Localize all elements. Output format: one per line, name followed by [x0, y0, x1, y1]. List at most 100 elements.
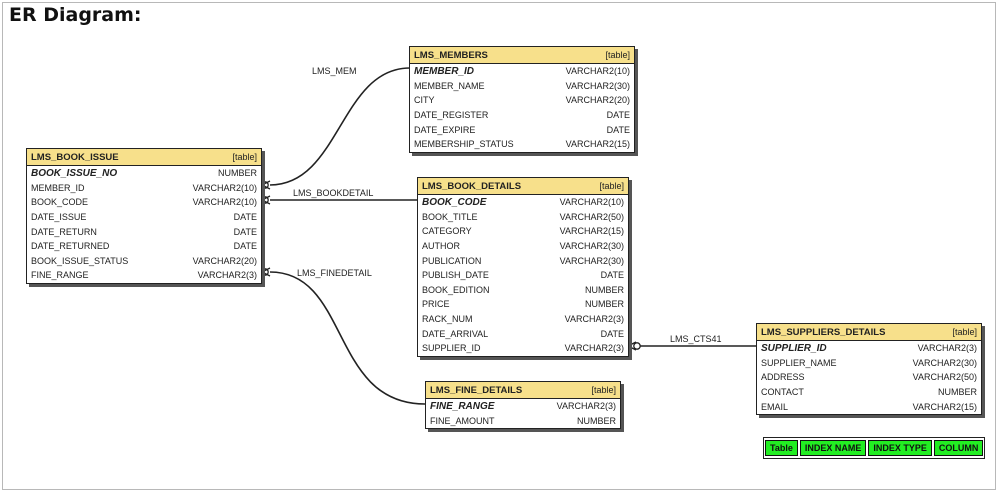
- attribute-name: DATE_RETURNED: [31, 241, 110, 252]
- attribute-type: VARCHAR2(20): [192, 255, 257, 266]
- attribute-row: DATE_ARRIVAL DATE: [418, 326, 628, 341]
- attribute-row: FINE_RANGE VARCHAR2(3): [426, 399, 620, 414]
- attribute-type: DATE: [233, 241, 257, 252]
- relationship-line-mem: [269, 67, 411, 186]
- attribute-type: VARCHAR2(10): [559, 197, 624, 208]
- attribute-name: FINE_RANGE: [430, 400, 495, 412]
- attribute-name: DATE_REGISTER: [414, 110, 489, 121]
- attribute-type: NUMBER: [584, 299, 624, 310]
- attribute-name: BOOK_EDITION: [422, 284, 490, 295]
- crowfoot-finedetail: [261, 267, 271, 277]
- attribute-type: NUMBER: [217, 168, 257, 179]
- attribute-name: BOOK_ISSUE_STATUS: [31, 255, 129, 266]
- attribute-type: VARCHAR2(15): [912, 401, 977, 412]
- entity-tag: [table]: [232, 152, 257, 162]
- attribute-type: VARCHAR2(50): [912, 372, 977, 383]
- attribute-row: DATE_RETURNED DATE: [27, 239, 261, 254]
- attribute-name: MEMBER_ID: [31, 182, 85, 193]
- crowfoot-cts41: [627, 341, 637, 351]
- attribute-type: VARCHAR2(30): [559, 255, 624, 266]
- attribute-row: PUBLISH_DATE DATE: [418, 268, 628, 283]
- attribute-type: VARCHAR2(15): [565, 139, 630, 150]
- attribute-row: BOOK_CODE VARCHAR2(10): [418, 195, 628, 210]
- attribute-type: VARCHAR2(10): [192, 197, 257, 208]
- relationship-label-finedetail: LMS_FINEDETAIL: [297, 268, 372, 278]
- attribute-type: VARCHAR2(3): [917, 343, 977, 354]
- attribute-name: DATE_ARRIVAL: [422, 328, 489, 339]
- attribute-name: FINE_AMOUNT: [430, 415, 495, 426]
- entity-tag: [table]: [599, 181, 624, 191]
- legend: Table INDEX NAME INDEX TYPE COLUMN: [763, 437, 986, 459]
- attribute-name: BOOK_CODE: [422, 196, 487, 208]
- attribute-name: MEMBER_NAME: [414, 80, 485, 91]
- entity-header: LMS_SUPPLIERS_DETAILS [table]: [757, 324, 981, 341]
- attribute-name: SUPPLIER_ID: [422, 343, 481, 354]
- entity-header: LMS_MEMBERS [table]: [410, 47, 634, 64]
- attribute-row: SUPPLIER_ID VARCHAR2(3): [757, 341, 981, 356]
- attribute-row: PUBLICATION VARCHAR2(30): [418, 253, 628, 268]
- attribute-row: RACK_NUM VARCHAR2(3): [418, 312, 628, 327]
- attribute-name: CATEGORY: [422, 226, 472, 237]
- crowfoot-bookdetail: [261, 195, 271, 205]
- attribute-type: VARCHAR2(10): [565, 66, 630, 77]
- attribute-name: SUPPLIER_ID: [761, 342, 827, 354]
- attribute-name: BOOK_CODE: [31, 197, 89, 208]
- attribute-type: VARCHAR2(3): [556, 401, 616, 412]
- attribute-type: NUMBER: [937, 387, 977, 398]
- entity-name: LMS_BOOK_ISSUE: [31, 151, 119, 163]
- attribute-type: VARCHAR2(50): [559, 211, 624, 222]
- attribute-type: VARCHAR2(30): [565, 80, 630, 91]
- entity-header: LMS_BOOK_ISSUE [table]: [27, 149, 261, 166]
- entity-lms-book-details[interactable]: LMS_BOOK_DETAILS [table] BOOK_CODE VARCHA…: [417, 177, 629, 357]
- legend-item-index-type: INDEX TYPE: [868, 440, 932, 456]
- attribute-name: DATE_EXPIRE: [414, 124, 476, 135]
- attribute-type: VARCHAR2(3): [564, 314, 624, 325]
- entity-tag: [table]: [952, 327, 977, 337]
- entity-name: LMS_FINE_DETAILS: [430, 384, 523, 396]
- attribute-row: BOOK_EDITION NUMBER: [418, 283, 628, 298]
- attribute-row: EMAIL VARCHAR2(15): [757, 399, 981, 414]
- attribute-name: AUTHOR: [422, 241, 460, 252]
- relationship-label-bookdetail: LMS_BOOKDETAIL: [293, 188, 374, 198]
- attribute-type: NUMBER: [584, 284, 624, 295]
- attribute-row: MEMBER_ID VARCHAR2(10): [27, 181, 261, 196]
- crowfoot-mem: [261, 180, 271, 190]
- attribute-name: CITY: [414, 95, 435, 106]
- attribute-type: DATE: [600, 328, 624, 339]
- attribute-name: SUPPLIER_NAME: [761, 357, 837, 368]
- attribute-name: RACK_NUM: [422, 314, 473, 325]
- attribute-type: DATE: [233, 226, 257, 237]
- relationship-label-mem: LMS_MEM: [312, 66, 357, 76]
- attribute-row: SUPPLIER_ID VARCHAR2(3): [418, 341, 628, 356]
- attribute-name: MEMBERSHIP_STATUS: [414, 139, 514, 150]
- legend-item-index-name: INDEX NAME: [799, 440, 867, 456]
- attribute-name: MEMBER_ID: [414, 65, 475, 77]
- legend-item-table: Table: [765, 440, 798, 456]
- attribute-type: VARCHAR2(10): [192, 182, 257, 193]
- relationship-label-cts41: LMS_CTS41: [670, 334, 722, 344]
- attribute-name: PUBLICATION: [422, 255, 482, 266]
- attribute-type: VARCHAR2(20): [565, 95, 630, 106]
- entity-name: LMS_SUPPLIERS_DETAILS: [761, 326, 886, 338]
- attribute-type: DATE: [606, 124, 630, 135]
- attribute-type: VARCHAR2(3): [564, 343, 624, 354]
- entity-lms-members[interactable]: LMS_MEMBERS [table] MEMBER_ID VARCHAR2(10…: [409, 46, 635, 153]
- entity-lms-suppliers-details[interactable]: LMS_SUPPLIERS_DETAILS [table] SUPPLIER_I…: [756, 323, 982, 415]
- attribute-name: EMAIL: [761, 401, 789, 412]
- legend-item-column: COLUMN: [933, 440, 984, 456]
- entity-name: LMS_BOOK_DETAILS: [422, 180, 522, 192]
- entity-name: LMS_MEMBERS: [414, 49, 488, 61]
- attribute-name: PUBLISH_DATE: [422, 270, 489, 281]
- attribute-type: DATE: [600, 270, 624, 281]
